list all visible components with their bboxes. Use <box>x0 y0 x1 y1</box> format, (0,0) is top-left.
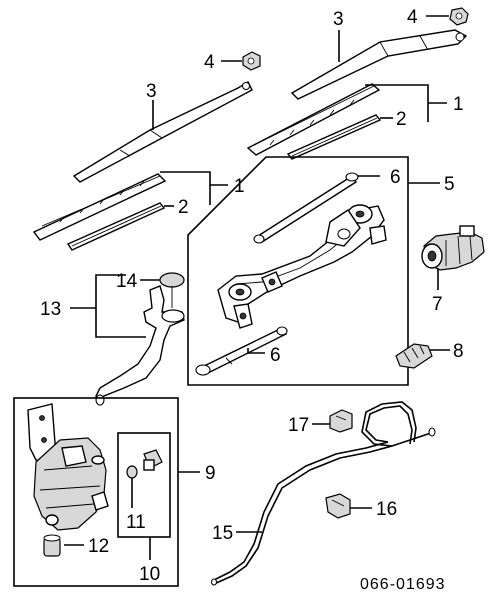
grommet-part-12 <box>43 534 61 557</box>
connector-part-8 <box>395 343 433 369</box>
wiper-arm-part-3-left <box>72 81 253 183</box>
diagram-code: 066-01693 <box>360 576 446 593</box>
group-box-part-10 <box>117 432 171 538</box>
hose-clip-part-16 <box>325 493 351 519</box>
callout-5: 5 <box>444 174 455 195</box>
wiper-blade-part-1-left <box>32 173 167 241</box>
nut-part-4-left <box>242 51 261 71</box>
group-box-part-9 <box>13 397 179 587</box>
bracket-13 <box>95 274 146 338</box>
washer-hose-part-15 <box>211 401 436 586</box>
wiper-refill-part-2-left <box>66 202 166 251</box>
link-rod-part-6-lower <box>195 326 288 376</box>
wiper-linkage-frame <box>217 204 387 329</box>
callout-11: 11 <box>126 512 146 533</box>
nut-part-4-top <box>449 7 469 26</box>
wiper-arm-part-3-top <box>290 29 468 100</box>
callout-16: 16 <box>376 499 397 520</box>
callout-13: 13 <box>40 299 61 320</box>
callout-2-left: 2 <box>178 197 189 218</box>
callout-8: 8 <box>453 341 464 362</box>
washer-reservoir <box>27 403 109 531</box>
group-box-part-5 <box>187 156 409 386</box>
callout-10: 10 <box>139 564 160 585</box>
callout-4-top: 4 <box>407 7 418 28</box>
callout-1-top: 1 <box>453 94 464 115</box>
callout-14: 14 <box>116 271 138 292</box>
callout-17: 17 <box>288 415 309 436</box>
callout-6-top: 6 <box>390 167 401 188</box>
callout-1-left: 1 <box>234 176 245 197</box>
callout-3-left: 3 <box>146 81 157 102</box>
hose-clip-part-17 <box>329 409 353 433</box>
callout-7: 7 <box>432 294 443 315</box>
wiper-motor-part-7 <box>421 225 485 271</box>
bracket-1-top <box>365 84 429 122</box>
bracket-1-left <box>160 171 211 205</box>
callout-6-bottom: 6 <box>270 345 281 366</box>
washer-nozzle-part-10 <box>143 449 163 471</box>
callout-12: 12 <box>88 536 109 557</box>
callout-4-left: 4 <box>204 52 215 73</box>
callout-2-top: 2 <box>396 109 407 130</box>
check-valve-part-11 <box>126 465 138 479</box>
washer-filler-neck-part-13 <box>95 285 185 406</box>
callout-3-top: 3 <box>333 9 344 30</box>
link-rod-part-6-upper <box>253 172 359 244</box>
callout-15: 15 <box>212 523 233 544</box>
callout-9: 9 <box>205 463 216 484</box>
wiper-blade-part-1-top <box>246 83 381 156</box>
